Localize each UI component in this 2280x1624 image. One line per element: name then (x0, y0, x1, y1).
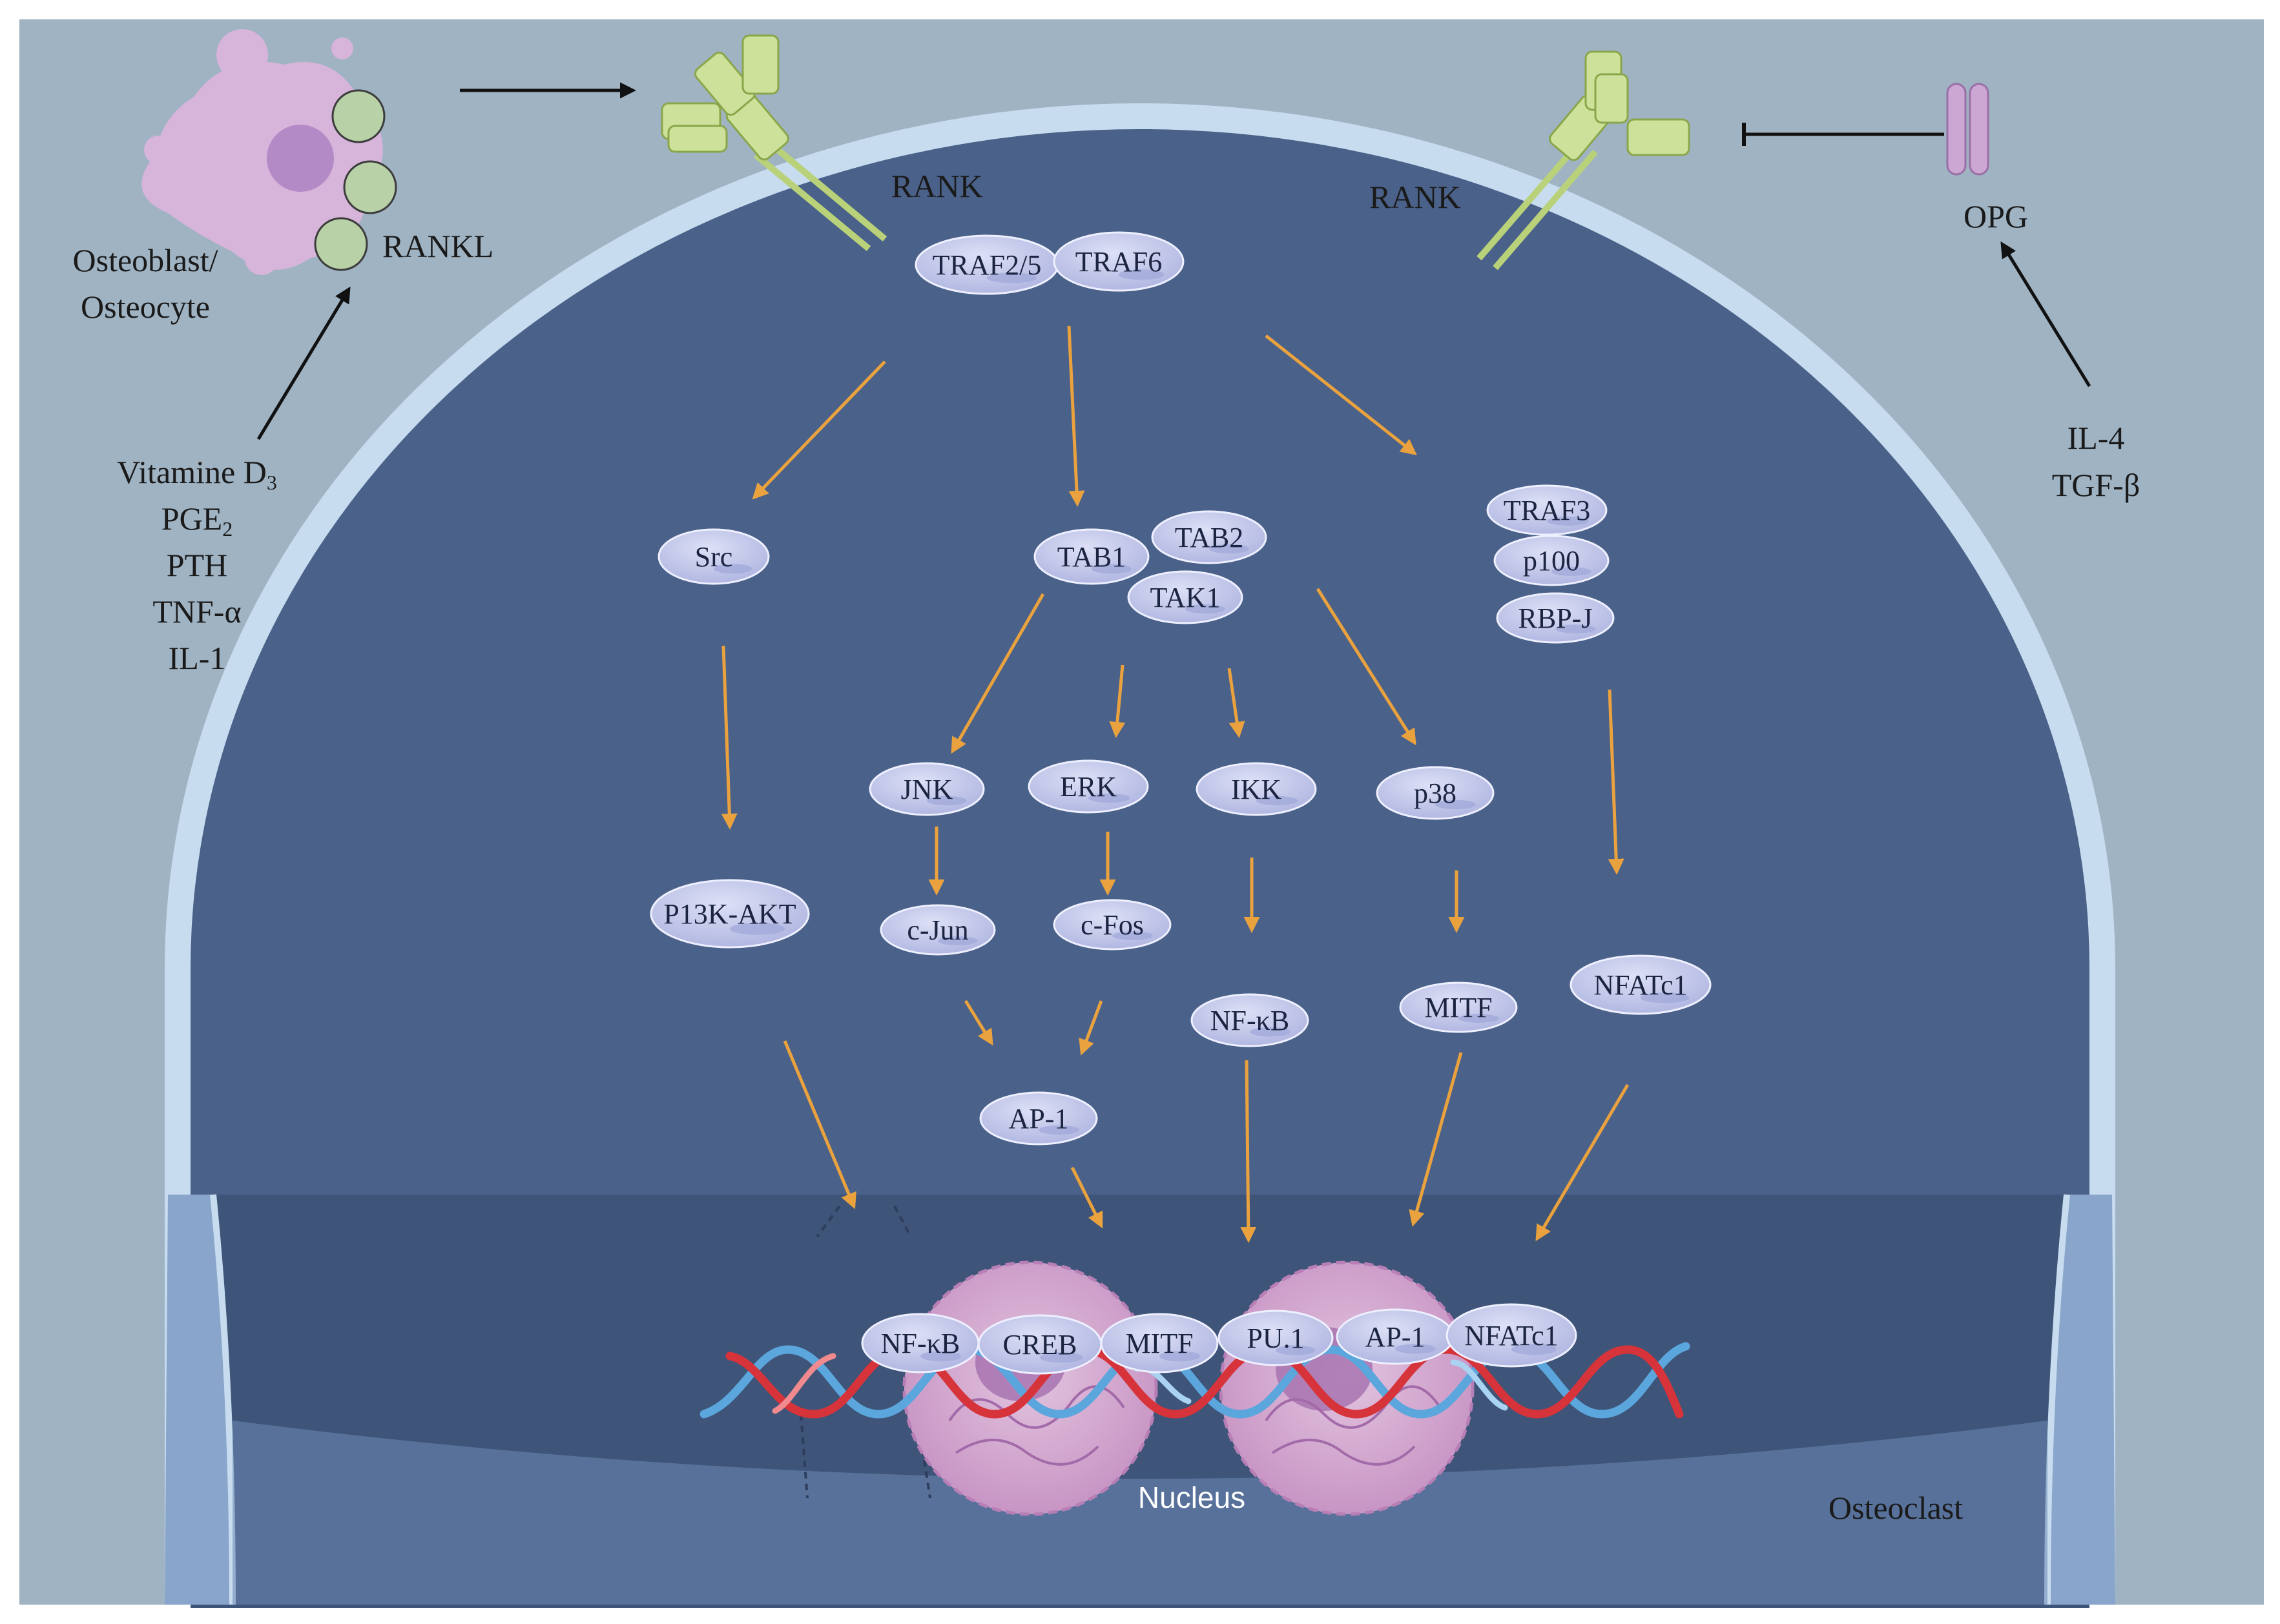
mitf-protein-label: MITF (1424, 992, 1492, 1023)
cfos-protein-label: c-Fos (1081, 909, 1144, 941)
osteoclast-label: Osteoclast (1829, 1490, 1963, 1526)
nfkb-protein-label: NF-κB (1210, 1005, 1289, 1036)
opg-molecule (1946, 83, 1989, 176)
tf-ap1-protein-label: AP-1 (1365, 1321, 1425, 1353)
stimulus-il1: IL-1 (169, 640, 226, 676)
tf-nfkb-protein-label: NF-κB (881, 1328, 960, 1359)
tf-nfatc1-protein: NFATc1 (1446, 1303, 1577, 1368)
tf-creb-protein-label: CREB (1003, 1329, 1077, 1361)
osteoblast-cell (141, 29, 397, 275)
rankl-ligand-3 (314, 217, 368, 271)
tab2-protein: TAB2 (1151, 510, 1267, 564)
il4-opg-arrow (2000, 241, 2091, 387)
rank-receptor-right (1477, 50, 1690, 271)
rankl-label: RANKL (382, 228, 493, 264)
traf3-protein: TRAF3 (1486, 484, 1608, 536)
nfatc1-protein-label: NFATc1 (1593, 969, 1687, 1001)
stimuli-arrow (256, 286, 351, 440)
traf6-protein: TRAF6 (1053, 231, 1185, 292)
rank-label-right: RANK (1369, 179, 1461, 215)
ap1-protein-label: AP-1 (1009, 1103, 1069, 1135)
nfatc1-protein: NFATc1 (1570, 954, 1712, 1015)
jnk-protein: JNK (869, 762, 985, 816)
tf-pu1-protein-label: PU.1 (1247, 1322, 1304, 1354)
nfkb-protein: NF-κB (1190, 993, 1309, 1047)
osteoblast-nucleus (267, 125, 334, 192)
tf-mitf-protein-label: MITF (1125, 1328, 1193, 1359)
p100-protein: p100 (1493, 535, 1610, 586)
cell-base-left (165, 1195, 233, 1605)
stimulus-vitamine-d: Vitamine D3 (117, 454, 277, 494)
osteoblast-label-2: Osteocyte (81, 289, 210, 325)
ikk-protein: IKK (1196, 762, 1317, 816)
nucleus-right (1219, 1260, 1475, 1516)
tab2-protein-label: TAB2 (1175, 522, 1243, 553)
stimulus-pge: PGE2 (161, 500, 233, 540)
tf-creb-protein: CREB (977, 1314, 1103, 1375)
src-protein-label: Src (695, 541, 733, 573)
stimulus-tgfb: TGF-β (2052, 467, 2140, 503)
signaling-arrows (721, 325, 1630, 1243)
osteoclast-cell (165, 103, 2115, 1608)
rankl-ligand-1 (331, 89, 386, 143)
ap1-protein: AP-1 (979, 1091, 1098, 1146)
p38-protein-label: p38 (1414, 777, 1456, 809)
tf-nfkb-protein: NF-κB (861, 1313, 980, 1373)
traf3-protein-label: TRAF3 (1504, 495, 1590, 526)
src-protein: Src (658, 528, 770, 585)
stimulus-tnf: TNF-α (152, 593, 241, 630)
cjun-protein: c-Jun (880, 904, 996, 956)
tf-ap1-protein: AP-1 (1336, 1308, 1455, 1365)
tf-mitf-protein: MITF (1100, 1313, 1219, 1373)
osteoblast-label-1: Osteoblast/ (73, 242, 218, 278)
cell-floor (233, 1421, 2047, 1605)
pi3k-akt-protein-label: P13K-AKT (663, 898, 796, 930)
nucleus-label: Nucleus (1138, 1481, 1245, 1514)
jnk-protein-label: JNK (901, 774, 953, 805)
pi3k-akt-protein: P13K-AKT (650, 879, 810, 949)
rbpj-protein: RBP-J (1496, 592, 1615, 644)
traf25-protein: TRAF2/5 (915, 234, 1059, 295)
ikk-protein-label: IKK (1231, 774, 1281, 805)
opg-label: OPG (1964, 198, 2028, 234)
p100-protein-label: p100 (1523, 545, 1580, 577)
tab1-protein-label: TAB1 (1057, 541, 1126, 573)
tak1-protein: TAK1 (1127, 570, 1243, 624)
cfos-protein: c-Fos (1053, 899, 1172, 951)
traf6-protein-label: TRAF6 (1075, 246, 1162, 278)
p38-protein: p38 (1376, 766, 1495, 820)
stimulus-pth: PTH (167, 547, 227, 583)
cell-base-right (2047, 1195, 2115, 1605)
rank-receptor-left (661, 34, 887, 251)
rankl-ligand-2 (343, 160, 397, 214)
stimulus-il4: IL-4 (2068, 420, 2125, 456)
rank-label-left: RANK (891, 168, 983, 204)
erk-protein: ERK (1028, 759, 1149, 814)
traf25-protein-label: TRAF2/5 (933, 249, 1042, 281)
erk-protein-label: ERK (1060, 771, 1117, 803)
tab1-protein: TAB1 (1033, 528, 1150, 585)
tf-pu1-protein: PU.1 (1218, 1310, 1334, 1366)
tak1-protein-label: TAK1 (1150, 582, 1221, 613)
mitf-protein: MITF (1399, 982, 1518, 1033)
tf-nfatc1-protein-label: NFATc1 (1464, 1320, 1558, 1352)
rbpj-protein-label: RBP-J (1518, 602, 1593, 634)
cjun-protein-label: c-Jun (907, 914, 968, 946)
left-stimuli: Vitamine D3 PGE2 PTH TNF-α IL-1 (117, 454, 277, 676)
